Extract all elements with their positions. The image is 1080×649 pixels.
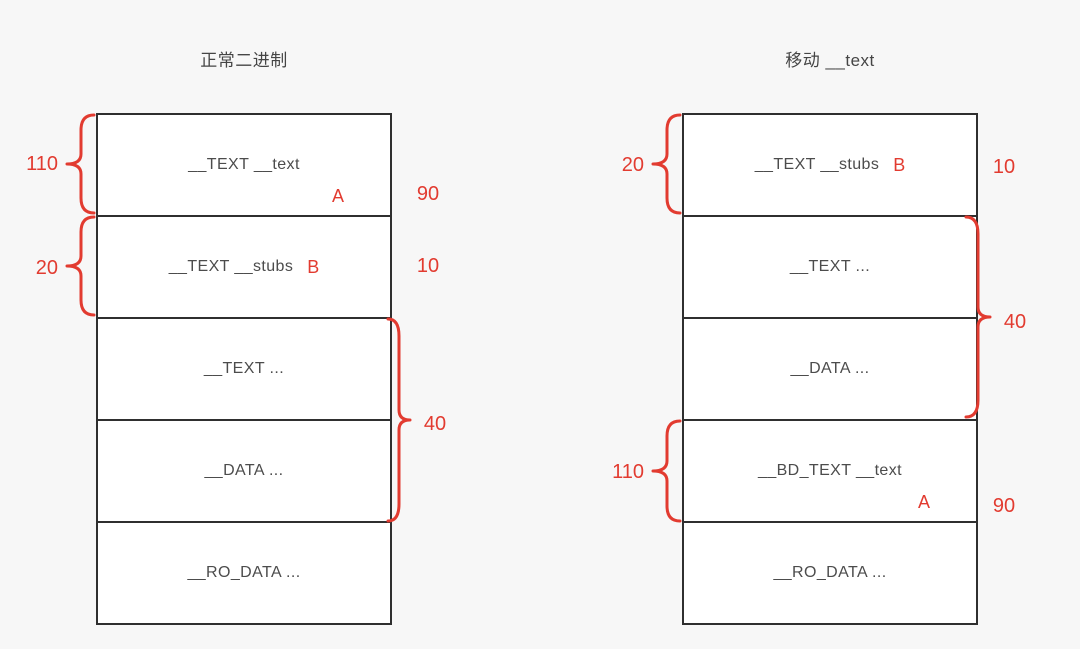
brace-value-110: 110 bbox=[612, 461, 644, 483]
cell-label: __TEXT ... bbox=[203, 360, 285, 377]
side-value-90: 90 bbox=[416, 183, 440, 205]
curly-brace-icon bbox=[964, 215, 992, 419]
brace-value-20: 20 bbox=[621, 154, 644, 176]
memory-cell-text-text: __TEXT __text A bbox=[98, 115, 390, 215]
cell-label: __RO_DATA ... bbox=[187, 564, 301, 581]
cell-label: __DATA ... bbox=[790, 360, 870, 377]
brace-value-40: 40 bbox=[1003, 311, 1027, 333]
cell-label: __RO_DATA ... bbox=[773, 564, 887, 581]
marker-letter-b: B bbox=[307, 257, 320, 277]
right-diagram-title: 移动 __text bbox=[785, 51, 875, 70]
cell-label: __TEXT __stubs bbox=[754, 156, 880, 173]
brace-value-40: 40 bbox=[423, 413, 447, 435]
memory-cell-text-stubs: __TEXT __stubs B bbox=[98, 215, 390, 317]
marker-letter-a: A bbox=[331, 186, 344, 206]
cell-label: __TEXT __stubs bbox=[168, 258, 294, 275]
marker-letter-a: A bbox=[917, 492, 930, 512]
side-value-90: 90 bbox=[992, 495, 1016, 517]
brace-value-110: 110 bbox=[26, 153, 58, 175]
memory-cell-data: __DATA ... bbox=[684, 317, 976, 419]
brace-value-20: 20 bbox=[35, 257, 58, 279]
memory-cell-bd-text: __BD_TEXT __text A bbox=[684, 419, 976, 521]
right-memory-stack: __TEXT __stubs B __TEXT ... __DATA ... _… bbox=[682, 113, 978, 625]
left-memory-stack: __TEXT __text A __TEXT __stubs B __TEXT … bbox=[96, 113, 392, 625]
memory-cell-text-stubs: __TEXT __stubs B bbox=[684, 115, 976, 215]
side-value-10: 10 bbox=[416, 255, 440, 277]
curly-brace-icon bbox=[651, 113, 682, 215]
side-value-10: 10 bbox=[992, 156, 1016, 178]
cell-label: __BD_TEXT __text bbox=[758, 462, 902, 479]
marker-letter-b: B bbox=[893, 155, 906, 175]
left-diagram-title: 正常二进制 bbox=[200, 51, 288, 70]
curly-brace-icon bbox=[651, 419, 682, 523]
cell-label: __TEXT __text bbox=[188, 156, 300, 173]
cell-label: __TEXT ... bbox=[789, 258, 871, 275]
curly-brace-icon bbox=[65, 215, 96, 317]
memory-cell-text-rest: __TEXT ... bbox=[684, 215, 976, 317]
cell-label: __DATA ... bbox=[204, 462, 284, 479]
curly-brace-icon bbox=[386, 317, 412, 523]
memory-cell-text-rest: __TEXT ... bbox=[98, 317, 390, 419]
curly-brace-icon bbox=[65, 113, 96, 215]
memory-cell-data: __DATA ... bbox=[98, 419, 390, 521]
memory-cell-ro-data: __RO_DATA ... bbox=[98, 521, 390, 623]
memory-cell-ro-data: __RO_DATA ... bbox=[684, 521, 976, 623]
